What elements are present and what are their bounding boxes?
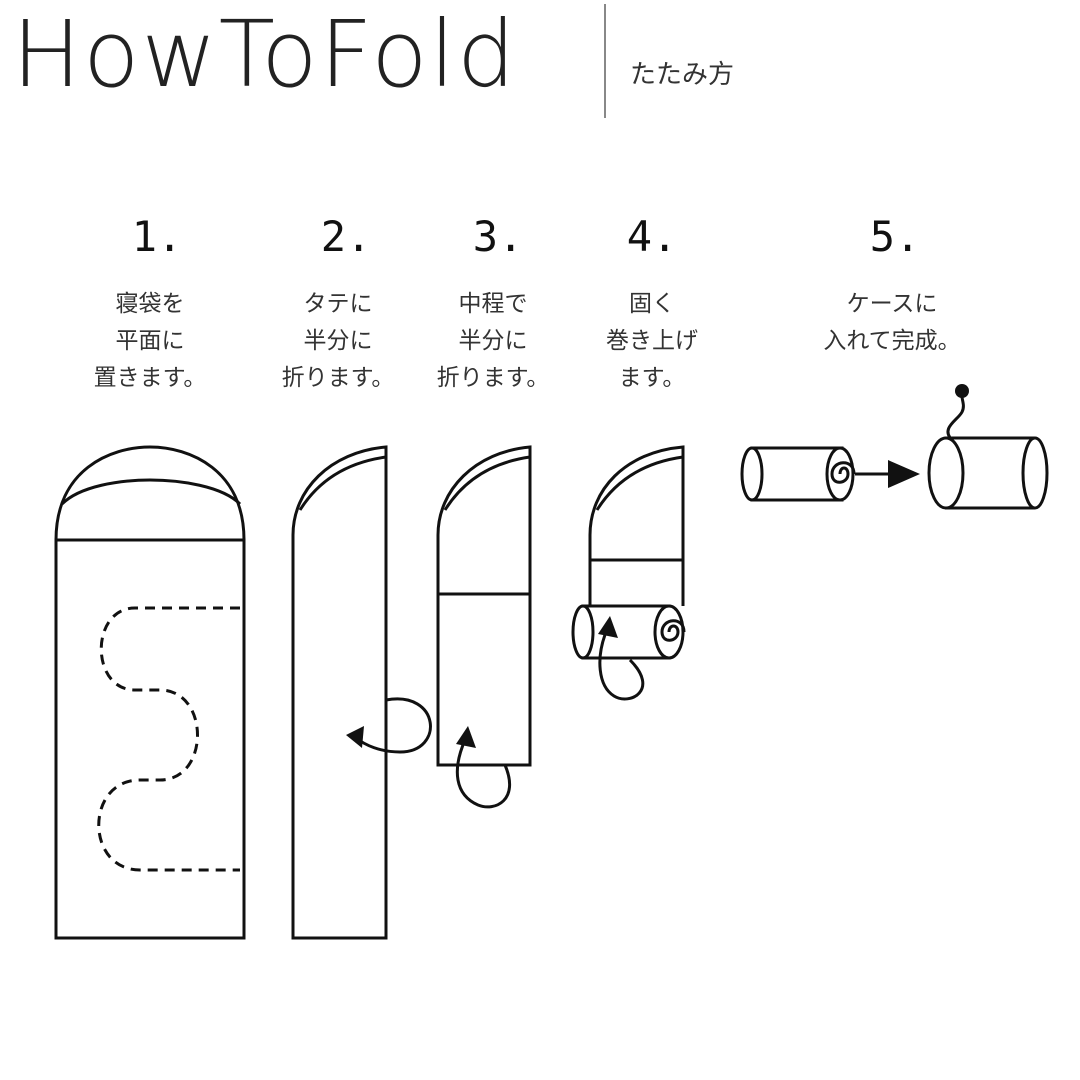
title-divider [604,4,606,118]
step-2-number: 2. [320,212,372,261]
bag-4-outline [588,445,685,606]
step-5-case-illustration [740,384,1049,510]
step-5-number: 5. [869,212,921,261]
bag-2-hood-line [298,455,387,511]
step-4-rolled-illustration [571,445,686,701]
step-2-text: タテに 半分に 折ります。 [281,291,395,391]
page-subtitle: たたみ方 [630,60,735,90]
step-2-folded-half-illustration [291,445,432,940]
bag-4-roll-left-end [571,604,595,660]
step-1-number: 1. [131,212,183,261]
step-4-arrowhead [598,616,618,638]
bag-4-hood-line [595,455,684,511]
case-opening [927,436,965,510]
bag-3-outline [436,445,532,767]
step-3-number: 3. [472,212,524,261]
step-1-sleeping-bag-illustration [54,445,246,940]
case-drawstring-toggle [955,384,969,398]
page-title: HowToFold [12,1,518,108]
step-2-arrowhead [346,726,364,748]
bag-4-roll-spiral [660,619,686,642]
step-5-arrowhead [888,460,920,488]
bag-3-hood-line [443,455,531,511]
bag-1-hood [54,445,246,541]
bag-1-body [54,538,246,940]
step-5-text: ケースに 入れて完成。 [823,291,961,354]
step-3-fold-arrow [455,739,512,809]
case-bottom-end [1021,436,1049,510]
step-3-folded-middle-illustration [436,445,532,809]
step-1-text: 寝袋を 平面に 置きます。 [93,291,207,391]
roll-spiral [830,461,856,484]
step-3-text: 中程で 半分に 折ります。 [436,291,550,391]
step-4-text: 固く 巻き上げ ます。 [606,291,698,391]
step-2-fold-arrow [355,697,432,754]
bag-1-hood-inner [60,478,242,506]
step-4-number: 4. [626,212,678,261]
step-3-arrowhead [456,726,476,748]
bag-2-outline [291,445,388,940]
step-4-roll-arrow [598,631,645,701]
bag-1-zipper-dashed [97,606,240,872]
roll-left-end [740,446,764,502]
